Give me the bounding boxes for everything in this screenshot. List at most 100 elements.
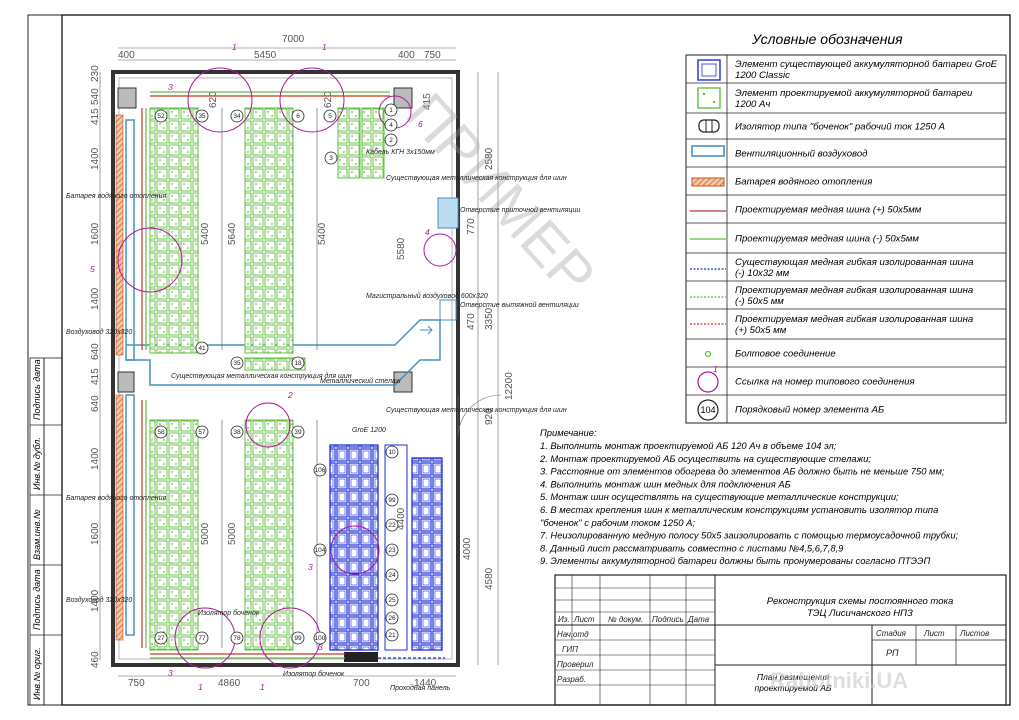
rack-new-6 [244, 419, 294, 651]
legend-item-label: Изолятор типа "боченок" рабочий ток 1250… [735, 122, 945, 133]
legend-item-label: Проектируемая медная шина (+) 50х5мм [735, 205, 922, 216]
svg-text:104: 104 [700, 405, 715, 415]
joint-ref-icon: 1 [697, 364, 719, 393]
svg-text:5: 5 [328, 113, 332, 120]
rack-existing-3 [384, 444, 408, 651]
dim-col-1: 620 [323, 91, 334, 108]
dim-bottom-3: 1440 [414, 678, 437, 689]
svg-text:Существующая металлическая кон: Существующая металлическая конструкция д… [386, 174, 567, 182]
svg-text:Металлический стелаж: Металлический стелаж [320, 377, 402, 385]
svg-text:27: 27 [157, 635, 165, 642]
svg-text:4000: 4000 [462, 537, 473, 560]
new-battery-racks [149, 107, 385, 651]
svg-text:415: 415 [422, 93, 433, 110]
note-line: 2. Монтаж проектируемой АБ осуществить н… [539, 453, 871, 464]
dim-top-2: 400 [398, 50, 415, 61]
plan-callouts: Батарея водяного отопления Воздуховод 32… [66, 148, 580, 692]
svg-text:Изолятор боченок: Изолятор боченок [198, 609, 260, 617]
rack-centerlines [221, 108, 318, 648]
col-date: Дата [687, 615, 710, 624]
svg-text:104: 104 [315, 547, 326, 554]
svg-text:230: 230 [90, 65, 101, 82]
left-dims: 230 540 415 1400 1600 1400 640 415 640 1… [90, 65, 101, 668]
note-line: 6. В местах крепления шин к металлически… [540, 504, 938, 515]
notes-title: Примечание: [540, 427, 597, 438]
heater-battery-icon [691, 177, 725, 187]
svg-text:3350: 3350 [484, 307, 495, 330]
main-duct [126, 319, 441, 386]
vent-duct-icon [691, 145, 725, 157]
svg-text:Существующая металлическая кон: Существующая металлическая конструкция д… [171, 372, 352, 380]
note-line: 5. Монтаж шин осуществлять на существующ… [540, 491, 899, 502]
dim-bottom-1: 4860 [218, 678, 241, 689]
svg-text:52: 52 [157, 113, 165, 120]
note-line: 4. Выполнить монтаж шин медных для подкл… [540, 478, 791, 489]
role-checked: Проверил [557, 660, 594, 669]
sheet-label: Лист [923, 629, 945, 638]
svg-text:3: 3 [168, 668, 173, 678]
svg-text:3: 3 [308, 562, 313, 572]
svg-text:99: 99 [294, 635, 302, 642]
svg-text:25: 25 [388, 597, 396, 604]
duct-left-bottom [125, 394, 135, 636]
svg-text:1600: 1600 [90, 222, 101, 245]
dim-top-0: 400 [118, 50, 135, 61]
column-ml [117, 371, 135, 393]
svg-text:415: 415 [90, 368, 101, 385]
project-subtitle: ТЭЦ Лисичанского НПЗ [807, 608, 913, 619]
svg-text:1: 1 [232, 42, 237, 52]
svg-text:23: 23 [388, 547, 396, 554]
svg-text:Воздуховод 320х320: Воздуховод 320х320 [66, 596, 132, 604]
right-dims: 2580 3350 12200 920 4580 415 770 470 [422, 93, 515, 590]
joint-ref-circles [117, 67, 457, 669]
svg-text:4: 4 [425, 227, 430, 237]
svg-text:5: 5 [90, 264, 95, 274]
project-title: Реконструкция схемы постоянного тока [767, 596, 954, 607]
svg-text:1: 1 [713, 364, 718, 374]
svg-text:21: 21 [388, 632, 396, 639]
svg-text:Воздуховод 320х320: Воздуховод 320х320 [66, 328, 132, 336]
role-gip: ГИП [562, 645, 578, 654]
rack-new-5 [149, 419, 199, 651]
new-battery-icon [697, 87, 721, 109]
svg-text:Существующая металлическая кон: Существующая металлическая конструкция д… [386, 406, 567, 414]
joint-ref-numbers: 1 1 3 6 4 5 2 3 1 1 3 3 [90, 42, 430, 692]
column-tl [117, 87, 137, 109]
svg-text:5580: 5580 [396, 237, 407, 260]
svg-text:Отверстие приточной вентиляции: Отверстие приточной вентиляции [460, 206, 580, 214]
svg-text:39: 39 [294, 429, 302, 436]
svg-text:22: 22 [388, 522, 396, 529]
svg-text:640: 640 [90, 395, 101, 412]
heater-bottom [115, 394, 124, 641]
svg-text:4: 4 [389, 122, 393, 129]
note-line: 3. Расстояние от элементов обогрева до э… [540, 466, 945, 477]
stage-value: РП [886, 648, 899, 658]
svg-text:Кабель КГН 3х150мм: Кабель КГН 3х150мм [366, 148, 435, 156]
svg-text:1: 1 [322, 42, 327, 52]
svg-text:Проходная панель: Проходная панель [390, 684, 451, 692]
svg-text:100: 100 [315, 635, 326, 642]
col-izm: Из. [558, 615, 570, 624]
stamp-sign1: Подпись дата [32, 569, 42, 630]
dim-top-1: 5450 [254, 50, 277, 61]
element-number-icon: 104 [697, 399, 719, 421]
svg-text:2580: 2580 [484, 147, 495, 170]
sheet-title: План размещения [757, 672, 830, 682]
svg-text:415: 415 [90, 108, 101, 125]
role-head: Нач.отд [557, 630, 589, 639]
svg-text:Магистральный воздуховод 600х3: Магистральный воздуховод 600х320 [366, 292, 488, 300]
rack-existing-1 [329, 444, 379, 651]
svg-text:18: 18 [294, 360, 302, 367]
svg-text:1400: 1400 [90, 589, 101, 612]
svg-text:1400: 1400 [90, 147, 101, 170]
legend-item-label: Батарея водяного отопления [735, 177, 872, 188]
role-developed: Разраб. [557, 675, 586, 684]
svg-text:2: 2 [389, 137, 393, 144]
svg-text:57: 57 [198, 429, 206, 436]
svg-text:5000: 5000 [200, 522, 211, 545]
svg-text:460: 460 [90, 651, 101, 668]
column-mr [393, 371, 413, 393]
svg-text:12200: 12200 [504, 372, 515, 400]
duct-left-top [125, 119, 135, 361]
